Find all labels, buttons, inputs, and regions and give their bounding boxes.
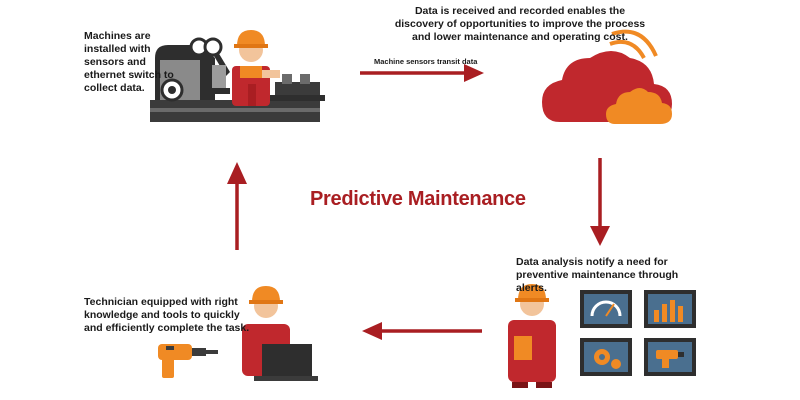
arrow-to-cloud [360,64,484,82]
transit-label: Machine sensors transit data [374,57,478,66]
gear-dashboard [580,338,632,376]
arrow-to-analysis [590,158,610,246]
gauge-dashboard [580,290,632,328]
cloud-step-text: Data is received and recorded enables th… [394,5,646,43]
arrow-to-machine [227,162,247,250]
analyst-illustration [508,284,696,388]
cloud-illustration [542,29,672,124]
worker-figure [232,30,280,106]
drill-icon [158,344,218,378]
machines-step-text: Machines are installed with sensors and … [84,30,174,94]
arrow-to-technician [362,322,482,340]
analysis-step-text: Data analysis notify a need for preventi… [516,256,679,294]
laptop-icon [254,344,318,381]
diagram-title: Predictive Maintenance [310,188,526,210]
analyst-figure [508,284,556,388]
tool-dashboard [644,338,696,376]
technician-step-text: Technician equipped with right knowledge… [84,296,250,334]
technician-illustration [158,286,318,381]
bar-dashboard [644,290,696,328]
machine-illustration [150,30,325,122]
